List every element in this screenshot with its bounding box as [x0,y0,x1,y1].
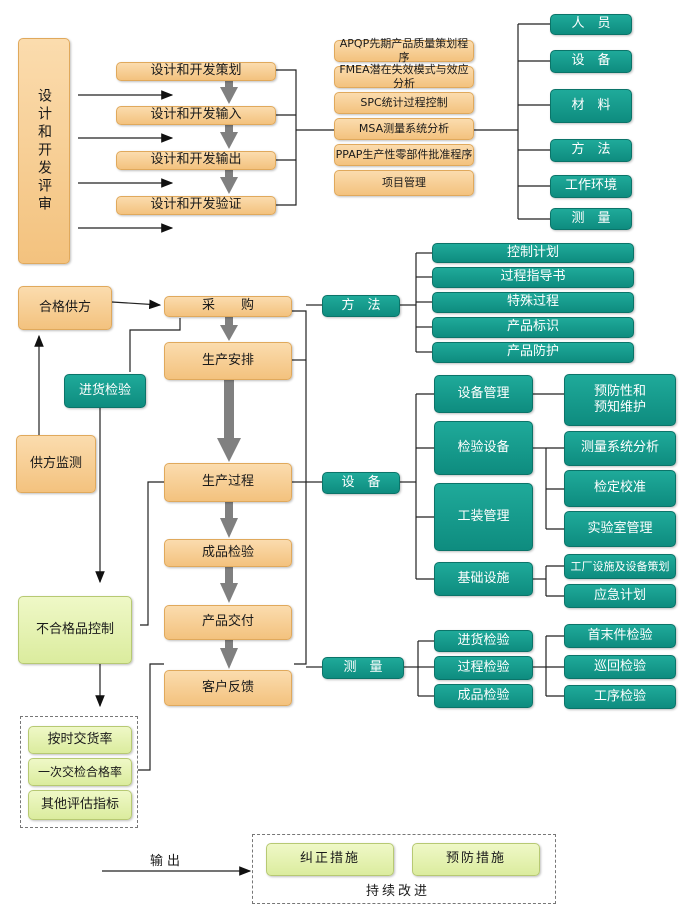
resource-method: 方 法 [550,139,632,162]
design-step-verification: 设计和开发验证 [116,196,276,215]
metric-on-time-delivery: 按时交货率 [28,726,132,754]
preventive-action-box: 预防措施 [412,843,540,876]
measure-final-inspection: 成品检验 [434,684,533,708]
tooling-management: 工装管理 [434,483,533,551]
first-last-piece-inspection: 首末件检验 [564,624,676,648]
corrective-action-box: 纠正措施 [266,843,394,876]
continuous-improvement-label: 持续改进 [366,884,431,899]
tool-apqp: APQP先期产品质量策划程序 [334,37,474,64]
metric-other-indicators: 其他评估指标 [28,790,132,820]
msa-analysis: 测量系统分析 [564,431,676,466]
continuous-improvement-group [252,834,556,904]
nonconforming-control-box: 不合格品控制 [18,596,132,664]
supplier-monitoring-box: 供方监测 [16,435,96,493]
contingency-plan: 应急计划 [564,584,676,608]
qualified-supplier-box: 合格供方 [18,286,112,330]
metrics-group [20,716,138,828]
method-special-process: 特殊过程 [432,292,634,313]
resource-equipment: 设 备 [550,50,632,73]
measure-process-inspection: 过程检验 [434,656,533,680]
equipment-management: 设备管理 [434,375,533,413]
tool-ppap: PPAP生产性零部件批准程序 [334,144,474,166]
measurement-label: 测 量 [322,657,404,679]
design-review-box: 设计和开发评审 [18,38,70,264]
flow-customer-feedback: 客户反馈 [164,670,292,706]
design-review-label: 设计和开发评审 [36,88,52,214]
tool-spc: SPC统计过程控制 [334,92,474,114]
facility-planning: 工厂设施及设备策划 [564,554,676,579]
resource-environment: 工作环境 [550,175,632,198]
method-control-plan: 控制计划 [432,243,634,263]
resource-material: 材 料 [550,89,632,123]
flow-production-process: 生产过程 [164,463,292,502]
measure-incoming-inspection: 进货检验 [434,630,533,652]
resource-measurement: 测 量 [550,208,632,230]
equipment-label: 设 备 [322,472,400,494]
methods-label: 方 法 [322,295,400,317]
output-label: 输出 [150,854,185,869]
flow-purchasing: 采 购 [164,296,292,317]
flow-product-delivery: 产品交付 [164,605,292,640]
method-work-instruction: 过程指导书 [432,267,634,288]
calibration: 检定校准 [564,470,676,507]
inspection-equipment: 检验设备 [434,421,533,475]
flow-production-scheduling: 生产安排 [164,342,292,380]
operation-inspection: 工序检验 [564,685,676,709]
resource-personnel: 人 员 [550,14,632,35]
incoming-inspection-box: 进货检验 [64,374,146,408]
flow-final-inspection: 成品检验 [164,539,292,567]
tool-msa: MSA测量系统分析 [334,118,474,140]
lab-management: 实验室管理 [564,511,676,547]
design-step-input: 设计和开发输入 [116,106,276,125]
preventive-maintenance: 预防性和 预知维护 [564,374,676,426]
metric-first-pass-yield: 一次交检合格率 [28,758,132,786]
method-product-identification: 产品标识 [432,317,634,338]
method-product-protection: 产品防护 [432,342,634,363]
design-step-output: 设计和开发输出 [116,151,276,170]
tool-project-management: 项目管理 [334,170,474,196]
patrol-inspection: 巡回检验 [564,655,676,679]
design-step-planning: 设计和开发策划 [116,62,276,81]
infrastructure: 基础设施 [434,562,533,596]
tool-fmea: FMEA潜在失效模式与效应分析 [334,63,474,90]
